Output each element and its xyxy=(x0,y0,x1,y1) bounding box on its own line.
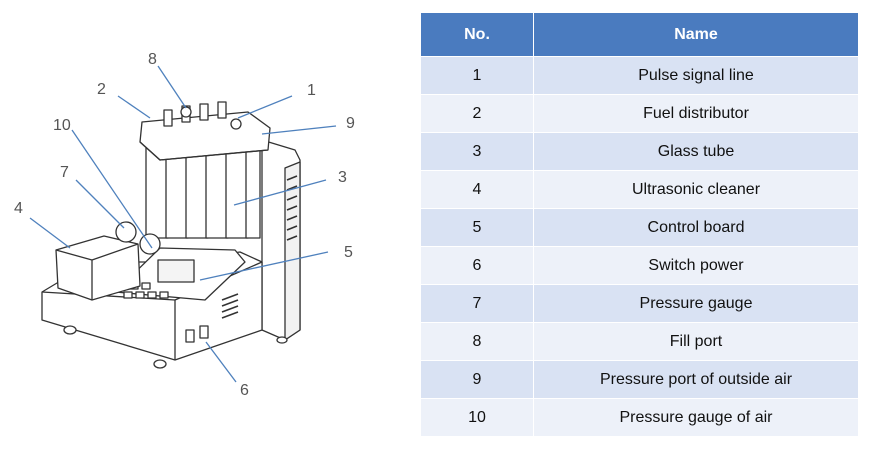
cell-no: 10 xyxy=(420,398,534,437)
leader-lines xyxy=(29,65,337,383)
table-row: 8 Fill port xyxy=(420,322,859,361)
cleaner-tank xyxy=(55,235,141,301)
cell-no: 4 xyxy=(420,170,534,209)
switch-drawing xyxy=(185,329,195,343)
table-row: 7 Pressure gauge xyxy=(420,284,859,323)
table-row: 3 Glass tube xyxy=(420,132,859,171)
callout-2: 2 xyxy=(97,81,106,98)
callout-10: 10 xyxy=(53,117,71,134)
header-name: Name xyxy=(533,12,859,57)
cell-no: 2 xyxy=(420,94,534,133)
table-row: 1 Pulse signal line xyxy=(420,56,859,95)
housing-vents xyxy=(286,175,298,241)
table-row: 2 Fuel distributor xyxy=(420,94,859,133)
parts-table: No. Name 1 Pulse signal line 2 Fuel dist… xyxy=(420,12,859,437)
distributor-fittings xyxy=(163,101,242,130)
cell-no: 8 xyxy=(420,322,534,361)
cell-name: Glass tube xyxy=(533,132,859,171)
cell-name: Pressure gauge of air xyxy=(533,398,859,437)
callout-8: 8 xyxy=(148,51,157,68)
table-row: 10 Pressure gauge of air xyxy=(420,398,859,437)
cell-no: 7 xyxy=(420,284,534,323)
cell-name: Control board xyxy=(533,208,859,247)
cell-name: Pulse signal line xyxy=(533,56,859,95)
cell-no: 5 xyxy=(420,208,534,247)
pressure-gauge-drawing xyxy=(115,221,137,243)
glass-tubes xyxy=(145,147,261,239)
cell-no: 3 xyxy=(420,132,534,171)
callout-9: 9 xyxy=(346,115,355,132)
table-header-row: No. Name xyxy=(420,12,859,57)
control-panel-screen xyxy=(157,259,195,283)
table-row: 6 Switch power xyxy=(420,246,859,285)
table-row: 4 Ultrasonic cleaner xyxy=(420,170,859,209)
table-row: 5 Control board xyxy=(420,208,859,247)
cell-name: Fill port xyxy=(533,322,859,361)
cell-name: Ultrasonic cleaner xyxy=(533,170,859,209)
callout-4: 4 xyxy=(14,200,23,217)
cell-no: 1 xyxy=(420,56,534,95)
table-row: 9 Pressure port of outside air xyxy=(420,360,859,399)
cell-no: 9 xyxy=(420,360,534,399)
callout-5: 5 xyxy=(344,244,353,261)
callout-7: 7 xyxy=(60,164,69,181)
cell-no: 6 xyxy=(420,246,534,285)
cell-name: Pressure gauge xyxy=(533,284,859,323)
cell-name: Switch power xyxy=(533,246,859,285)
callout-3: 3 xyxy=(338,169,347,186)
callout-6: 6 xyxy=(240,382,249,399)
machine-diagram: 1 2 3 4 5 6 7 8 9 10 xyxy=(14,51,355,399)
callout-labels: 1 2 3 4 5 6 7 8 9 10 xyxy=(14,51,355,399)
cell-name: Fuel distributor xyxy=(533,94,859,133)
cell-name: Pressure port of outside air xyxy=(533,360,859,399)
callout-1: 1 xyxy=(307,82,316,99)
header-no: No. xyxy=(420,12,534,57)
